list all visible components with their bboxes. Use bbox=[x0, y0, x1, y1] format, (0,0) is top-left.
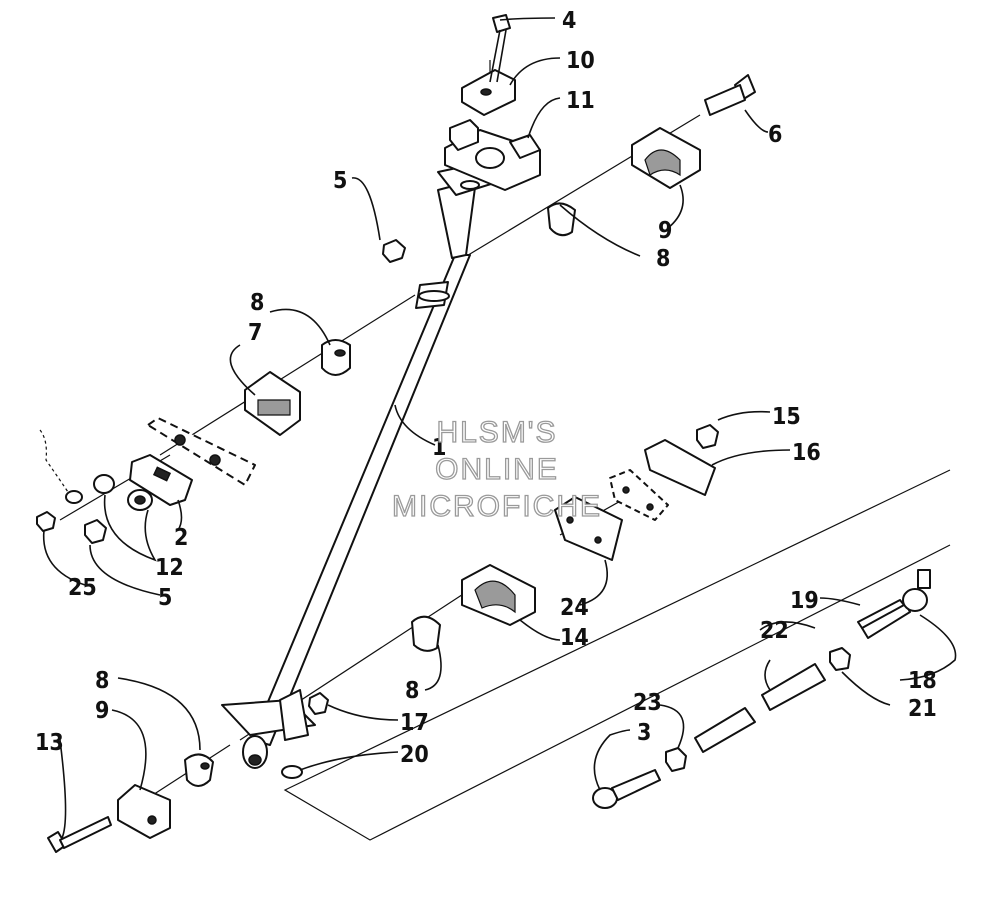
callout-labels: 4 10 11 6 5 9 8 8 7 1 2 12 5 25 15 16 24… bbox=[35, 8, 937, 768]
callout-8-mid: 8 bbox=[250, 290, 264, 316]
callout-18: 18 bbox=[908, 668, 937, 694]
callout-20: 20 bbox=[400, 742, 429, 768]
callout-3: 3 bbox=[637, 720, 651, 746]
callout-21: 21 bbox=[908, 696, 937, 722]
callout-5-lower: 5 bbox=[158, 585, 172, 611]
block-part-9-upper[interactable] bbox=[631, 127, 701, 189]
callout-8-upper: 8 bbox=[656, 246, 670, 272]
nut-part-25[interactable] bbox=[36, 429, 83, 532]
bolt-part-13[interactable] bbox=[47, 816, 112, 853]
leader-lines bbox=[42, 17, 957, 839]
spacer-plate[interactable] bbox=[609, 469, 669, 521]
jam-nut-part-21[interactable] bbox=[829, 647, 851, 671]
washers-part-12[interactable] bbox=[93, 474, 153, 511]
bushing-part-8-upper[interactable] bbox=[547, 202, 576, 237]
callout-16: 16 bbox=[792, 440, 821, 466]
callout-6: 6 bbox=[768, 122, 782, 148]
block-part-7[interactable] bbox=[244, 371, 301, 436]
bolt-part-4[interactable] bbox=[489, 14, 511, 83]
block-part-9-lower[interactable] bbox=[117, 784, 171, 839]
bushing-part-8-lower[interactable] bbox=[411, 615, 441, 652]
nut-part-5-upper[interactable] bbox=[382, 239, 406, 263]
clamp-cap-part-10[interactable] bbox=[461, 69, 516, 116]
bushing-part-8-mid[interactable] bbox=[321, 339, 351, 376]
nut-part-15[interactable] bbox=[696, 424, 719, 449]
watermark-line-2: ONLINE bbox=[435, 453, 559, 486]
cotter-pin-part-19[interactable] bbox=[857, 599, 905, 629]
callout-8-left: 8 bbox=[95, 668, 109, 694]
callout-23: 23 bbox=[633, 690, 662, 716]
callout-25: 25 bbox=[68, 575, 97, 601]
washer-part-20[interactable] bbox=[281, 765, 303, 779]
callout-13: 13 bbox=[35, 730, 64, 756]
plate-part-24[interactable] bbox=[554, 496, 623, 561]
callout-9-upper: 9 bbox=[658, 218, 672, 244]
block-part-14[interactable] bbox=[461, 564, 536, 626]
nut-part-5-lower[interactable] bbox=[84, 519, 107, 544]
callout-2: 2 bbox=[174, 525, 188, 551]
watermark-line-1: HLSM'S bbox=[436, 416, 557, 449]
plate-part-16[interactable] bbox=[644, 439, 716, 496]
callout-7: 7 bbox=[248, 320, 262, 346]
callout-19: 19 bbox=[790, 588, 819, 614]
callout-4: 4 bbox=[562, 8, 576, 34]
callout-22: 22 bbox=[760, 618, 789, 644]
upper-clamp-part-11[interactable] bbox=[444, 119, 541, 191]
callout-24: 24 bbox=[560, 595, 589, 621]
tie-rod-end-part-3[interactable] bbox=[592, 769, 661, 809]
mounting-strip[interactable] bbox=[147, 417, 256, 486]
callout-11: 11 bbox=[566, 88, 595, 114]
callout-17: 17 bbox=[400, 710, 429, 736]
watermark: HLSM'S ONLINE MICROFICHE bbox=[391, 415, 602, 523]
callout-5-upper: 5 bbox=[333, 168, 347, 194]
jam-nut-part-23[interactable] bbox=[665, 747, 687, 772]
callout-12: 12 bbox=[155, 555, 184, 581]
callout-14: 14 bbox=[560, 625, 589, 651]
tie-rod-part-22[interactable] bbox=[694, 663, 826, 753]
bushing-part-8-left[interactable] bbox=[184, 753, 214, 787]
callout-9-lower: 9 bbox=[95, 698, 109, 724]
watermark-line-3: MICROFICHE bbox=[392, 490, 602, 523]
nut-part-17[interactable] bbox=[308, 692, 329, 715]
bracket-part-2[interactable] bbox=[129, 454, 193, 506]
callout-1: 1 bbox=[432, 435, 446, 461]
callout-10: 10 bbox=[566, 48, 595, 74]
bolt-part-6[interactable] bbox=[704, 74, 756, 116]
callout-15: 15 bbox=[772, 404, 801, 430]
callout-8-lower: 8 bbox=[405, 678, 419, 704]
